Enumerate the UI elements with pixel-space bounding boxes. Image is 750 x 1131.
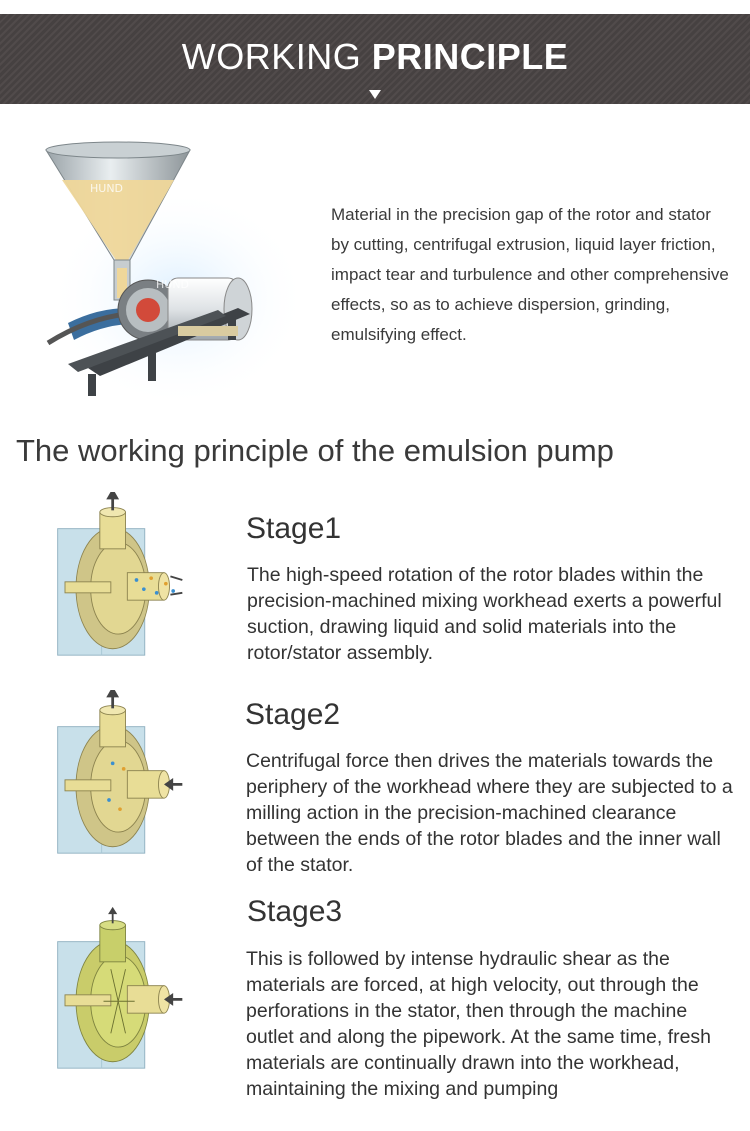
watermark-text-2: HUND bbox=[156, 278, 189, 291]
emulsion-pump-illustration: HUND HUND bbox=[45, 141, 300, 408]
stage3-diagram bbox=[57, 906, 183, 1069]
stage1-diagram bbox=[57, 492, 183, 656]
title-light: WORKING bbox=[181, 36, 362, 77]
intro-description: Material in the precision gap of the rot… bbox=[331, 205, 729, 344]
stage3-title: Stage3 bbox=[247, 895, 343, 928]
title-bold: PRINCIPLE bbox=[371, 36, 569, 77]
stage1-description: The high-speed rotation of the rotor bla… bbox=[247, 564, 722, 664]
triangle-down-icon bbox=[369, 90, 381, 99]
stage1-title: Stage1 bbox=[246, 512, 342, 545]
header-banner: WORKING PRINCIPLE bbox=[0, 14, 750, 104]
stage2-diagram bbox=[57, 690, 183, 854]
stage3-description: This is followed by intense hydraulic sh… bbox=[246, 948, 712, 1100]
stage2-description: Centrifugal force then drives the materi… bbox=[246, 750, 733, 876]
stage2-title: Stage2 bbox=[245, 698, 341, 731]
section-heading: The working principle of the emulsion pu… bbox=[16, 433, 614, 468]
watermark-text: HUND bbox=[90, 182, 123, 195]
page-title: WORKING PRINCIPLE bbox=[0, 36, 750, 78]
